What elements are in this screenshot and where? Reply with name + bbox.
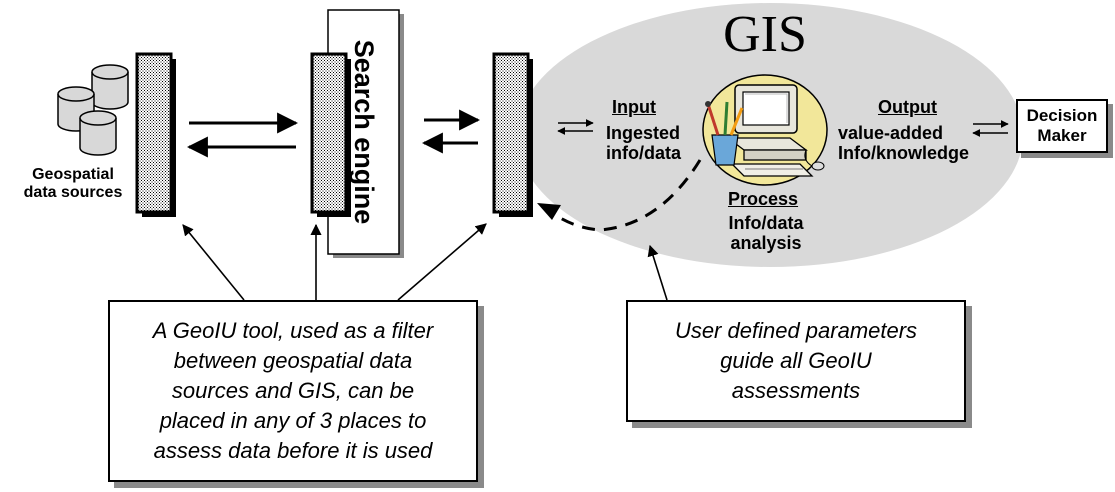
decision-line1: Decision <box>1026 106 1098 125</box>
dashed-parameter-arrow <box>547 159 702 232</box>
input-text: Ingested info/data <box>606 123 681 163</box>
gis-title: GIS <box>723 6 807 63</box>
input-line1: Ingested <box>606 123 681 143</box>
filter-note-line1: A GeoIU tool, used as a filter <box>152 318 434 343</box>
filter-note-line2: between geospatial data <box>173 348 413 373</box>
sources-label-line2: data sources <box>23 184 123 201</box>
process-text: Info/data analysis <box>716 213 816 253</box>
filter-note-line4: placed in any of 3 places to <box>159 408 427 433</box>
search-engine-label: Search engine <box>349 39 379 225</box>
output-line1: value-added <box>838 123 944 143</box>
input-line2: info/data <box>606 143 681 163</box>
output-line2: Info/knowledge <box>838 143 970 163</box>
filter-note-line5: assess data before it is used <box>153 438 433 463</box>
params-note-box: User defined parameters guide all GeoIU … <box>626 300 966 422</box>
process-heading: Process <box>728 189 799 209</box>
pointer-to-filter3 <box>397 223 487 301</box>
pointer-to-filter1 <box>182 224 245 301</box>
filter-bar-1 <box>135 52 176 217</box>
process-line1: Info/data <box>728 213 804 233</box>
sources-label-line1: Geospatial <box>32 166 114 183</box>
output-heading: Output <box>878 97 937 117</box>
filter-bar-2 <box>310 52 351 217</box>
params-note-line2: guide all GeoIU <box>720 348 872 373</box>
filter-note-box: A GeoIU tool, used as a filter between g… <box>108 300 478 482</box>
decision-maker-box: Decision Maker <box>1016 99 1108 153</box>
params-note-line3: assessments <box>731 378 861 403</box>
params-note-line1: User defined parameters <box>674 318 918 343</box>
sources-label: Geospatial data sources <box>8 166 138 202</box>
filter-bar-3 <box>492 52 533 217</box>
input-heading: Input <box>612 97 656 117</box>
dashed-arrow-head <box>537 203 561 220</box>
database-icon <box>57 64 129 156</box>
output-text: value-added Info/knowledge <box>838 123 969 163</box>
pointer-to-dashed-arrow <box>647 244 668 301</box>
decision-line2: Maker <box>1037 126 1087 145</box>
filter-note-line3: sources and GIS, can be <box>171 378 415 403</box>
process-line2: analysis <box>730 233 802 253</box>
computer-icon <box>702 74 828 186</box>
